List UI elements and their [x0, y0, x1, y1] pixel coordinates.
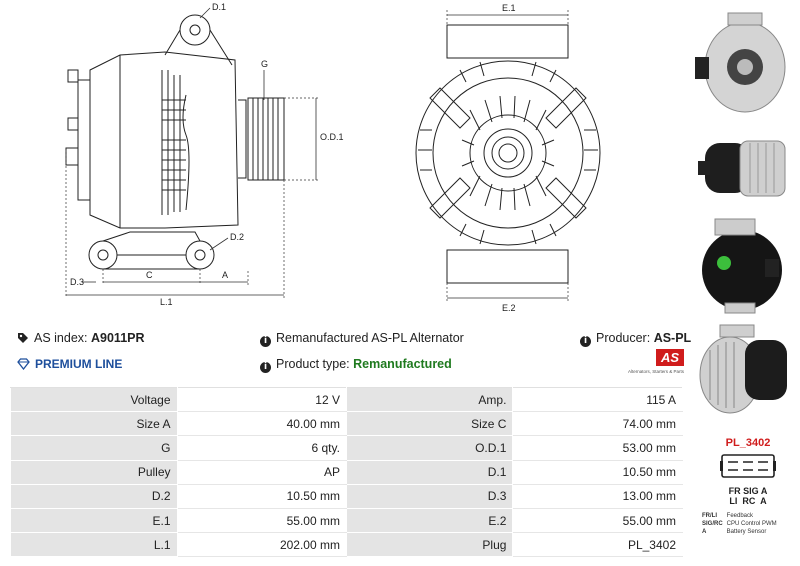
table-row: E.1 55.00 mm E.2 55.00 mm: [10, 507, 683, 534]
legend-desc: CPU Control PWM: [726, 521, 777, 527]
legend-row: SIG/RC CPU Control PWM: [700, 520, 779, 528]
spec-value: 40.00 mm: [176, 411, 347, 437]
product-type-label: Product type:: [276, 357, 350, 371]
spec-label: E.2: [345, 507, 514, 534]
spec-label: D.1: [345, 459, 514, 485]
spec-label: Size C: [345, 411, 514, 437]
product-description: i Remanufactured AS-PL Alternator: [260, 331, 464, 347]
spec-label: Size A: [10, 411, 178, 437]
as-index-label: AS index:: [34, 331, 88, 345]
spec-label: O.D.1: [345, 435, 514, 461]
diamond-icon: [17, 358, 30, 373]
plug-code: PL_3402: [725, 437, 771, 449]
producer-value: AS-PL: [653, 331, 692, 345]
producer: i Producer: AS-PL: [580, 331, 691, 347]
producer-label: Producer:: [596, 331, 651, 345]
plug-pins-top: FR SIG A: [728, 486, 768, 496]
dim-label-e1: E.1: [502, 3, 516, 13]
dim-label-d1: D.1: [212, 2, 226, 12]
spec-value: AP: [176, 459, 347, 485]
spec-label: G: [10, 435, 178, 461]
legend-key: A: [702, 529, 707, 535]
spec-value: 53.00 mm: [512, 435, 683, 461]
spec-label: Pulley: [10, 459, 178, 485]
table-row: Voltage 12 V Amp. 115 A: [10, 386, 683, 413]
product-type-value: Remanufactured: [353, 357, 452, 371]
table-row: Size A 40.00 mm Size C 74.00 mm: [10, 411, 683, 437]
dim-label-g: G: [261, 59, 268, 69]
legend-key: FR/LI: [702, 513, 717, 519]
product-photo-angle[interactable]: [690, 320, 796, 420]
side-view-drawing: D.1 G O.D.1 D.2 D.3 C A L.1: [55, 0, 360, 310]
logo-mark: AS: [655, 349, 684, 366]
spec-table: Voltage 12 V Amp. 115 A Size A 40.00 mm …: [10, 386, 683, 558]
spec-label: D.3: [345, 483, 514, 509]
legend-row: A Battery Sensor: [700, 528, 779, 536]
as-index: AS index: A9011PR: [17, 331, 145, 347]
as-index-value: A9011PR: [91, 331, 145, 345]
logo-tagline: Alternators, Starters & Parts: [627, 369, 684, 374]
legend-desc: Feedback: [726, 513, 754, 519]
product-type: i Product type: Remanufactured: [260, 357, 452, 373]
legend-row: FR/LI Feedback: [700, 512, 779, 520]
premium-line-badge: PREMIUM LINE: [17, 357, 122, 373]
legend-key: SIG/RC: [702, 521, 723, 527]
plug-panel: PL_3402 FR SIG A LI RC A FR/LI Feedback …: [700, 437, 796, 536]
spec-value: 115 A: [512, 386, 683, 413]
table-row: G 6 qty. O.D.1 53.00 mm: [10, 435, 683, 461]
spec-label: Plug: [345, 532, 514, 558]
product-photo-rear[interactable]: [690, 215, 796, 315]
dim-label-l1: L.1: [160, 297, 173, 307]
product-photo-front[interactable]: [690, 5, 796, 120]
plug-connector-icon: [720, 453, 796, 484]
spec-label: Amp.: [345, 386, 514, 413]
spec-value: 10.50 mm: [512, 459, 683, 485]
dim-label-d3: D.3: [70, 277, 84, 287]
spec-value: 10.50 mm: [176, 483, 347, 509]
info-icon: i: [260, 336, 271, 347]
info-icon: i: [580, 336, 591, 347]
legend-desc: Battery Sensor: [726, 529, 767, 535]
spec-value: 6 qty.: [176, 435, 347, 461]
dim-label-e2: E.2: [502, 303, 516, 313]
spec-label: D.2: [10, 483, 178, 509]
table-row: L.1 202.00 mm Plug PL_3402: [10, 532, 683, 558]
tag-icon: [17, 332, 29, 347]
as-pl-logo: AS Alternators, Starters & Parts: [618, 349, 684, 374]
spec-value: 202.00 mm: [176, 532, 347, 558]
spec-label: Voltage: [10, 386, 178, 413]
description-text: Remanufactured AS-PL Alternator: [276, 331, 464, 345]
spec-label: L.1: [10, 532, 178, 558]
info-icon: i: [260, 362, 271, 373]
plug-legend: FR/LI Feedback SIG/RC CPU Control PWM A …: [700, 512, 779, 536]
plug-pins-bottom: LI RC A: [729, 496, 767, 506]
spec-value: 12 V: [176, 386, 347, 413]
table-row: D.2 10.50 mm D.3 13.00 mm: [10, 483, 683, 509]
product-photo-side[interactable]: [690, 123, 796, 213]
table-row: Pulley AP D.1 10.50 mm: [10, 459, 683, 485]
dim-label-a: A: [222, 270, 228, 280]
spec-value: PL_3402: [512, 532, 683, 558]
spec-value: 55.00 mm: [512, 507, 683, 534]
front-view-drawing: E.1 E.2: [405, 0, 605, 320]
dim-label-d2: D.2: [230, 232, 244, 242]
premium-line-text: PREMIUM LINE: [35, 357, 123, 371]
dim-label-od1: O.D.1: [320, 132, 344, 142]
spec-value: 74.00 mm: [512, 411, 683, 437]
spec-value: 13.00 mm: [512, 483, 683, 509]
spec-label: E.1: [10, 507, 178, 534]
spec-value: 55.00 mm: [176, 507, 347, 534]
dim-label-c: C: [146, 270, 153, 280]
